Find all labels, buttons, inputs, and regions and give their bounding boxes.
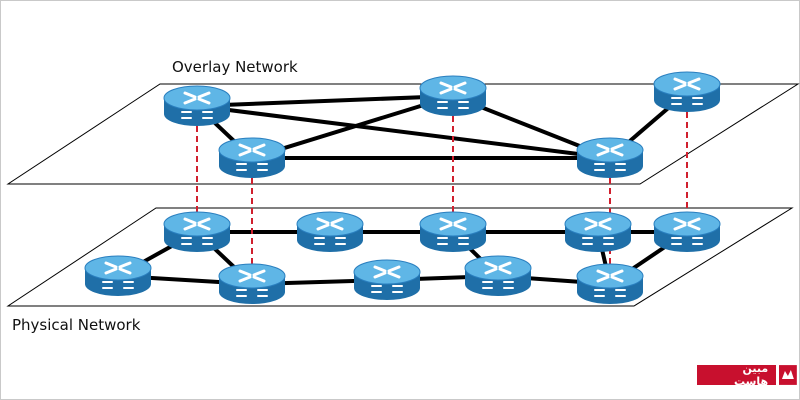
physical-router-icon: [418, 210, 488, 254]
physical-router-icon: [463, 254, 533, 298]
overlay-router-icon: [217, 136, 287, 180]
overlay-link: [196, 104, 611, 160]
overlay-router-icon: [162, 84, 232, 128]
watermark-logo-icon: [779, 365, 797, 385]
physical-router-icon: [563, 210, 633, 254]
physical-router-icon: [352, 258, 422, 302]
overlay-router-icon: [418, 74, 488, 118]
physical-network-label: Physical Network: [12, 316, 141, 334]
overlay-network-label: Overlay Network: [172, 58, 298, 76]
physical-router-icon: [575, 262, 645, 306]
physical-router-icon: [217, 262, 287, 306]
physical-router-icon: [162, 210, 232, 254]
watermark-text: مبین هاست: [697, 362, 777, 388]
overlay-link: [251, 94, 454, 160]
physical-router-icon: [652, 210, 722, 254]
overlay-router-icon: [652, 70, 722, 114]
overlay-router-icon: [575, 136, 645, 180]
physical-router-icon: [83, 254, 153, 298]
physical-router-icon: [295, 210, 365, 254]
watermark-badge: مبین هاست: [697, 362, 797, 388]
overlay-link: [196, 94, 454, 108]
